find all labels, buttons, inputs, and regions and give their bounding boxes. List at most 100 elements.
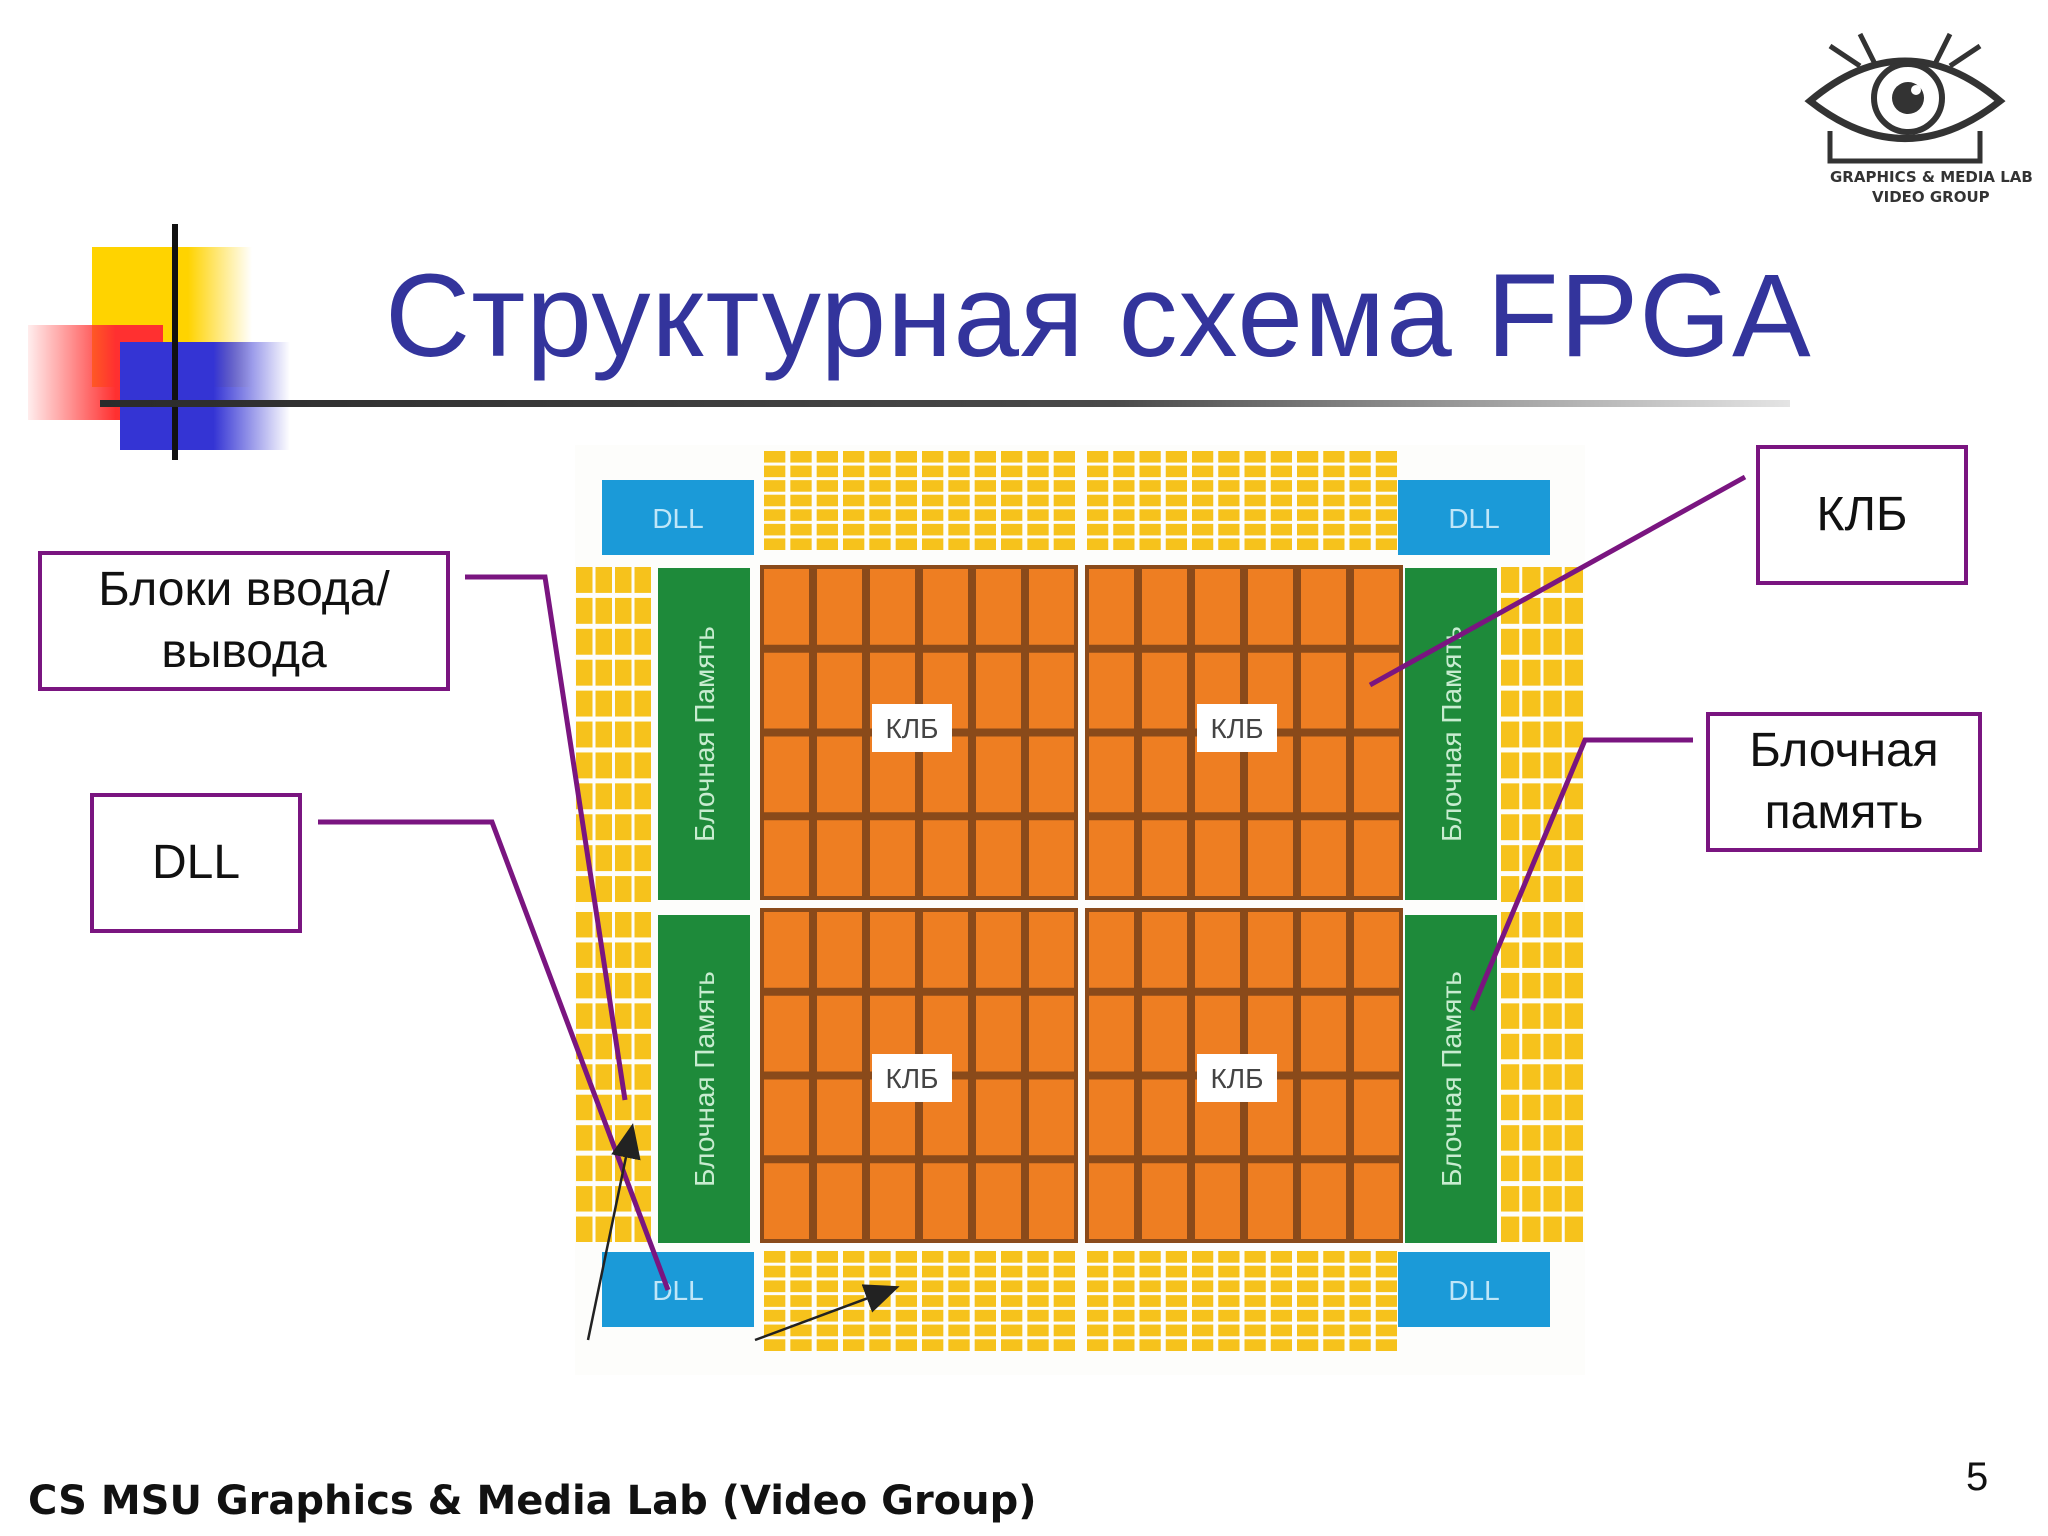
io-block-left xyxy=(576,783,651,810)
clb-cell xyxy=(1301,736,1346,813)
clb-cell xyxy=(870,820,915,896)
clb-labels-group: КЛБ КЛБ КЛБ КЛБ xyxy=(872,704,1277,1102)
clb-cell xyxy=(1354,569,1399,645)
io-block-left xyxy=(576,567,651,593)
io-block-bottom xyxy=(974,1251,996,1351)
io-block-left xyxy=(576,628,651,655)
clb-label: КЛБ xyxy=(872,1054,952,1102)
io-block-top xyxy=(974,451,996,550)
io-block-bottom xyxy=(1297,1251,1319,1351)
clb-cell xyxy=(817,912,862,988)
clb-cell xyxy=(1354,995,1399,1072)
callout-dll-text: DLL xyxy=(151,836,241,889)
io-block-bottom xyxy=(948,1251,970,1351)
clb-cell xyxy=(1089,1163,1134,1239)
io-block-top xyxy=(869,451,891,550)
callout-dll: DLL xyxy=(90,793,302,933)
io-block-top xyxy=(1244,451,1266,550)
io-block-bottom xyxy=(1087,1251,1109,1351)
decor-blue-square xyxy=(120,342,290,450)
io-block-right xyxy=(1501,628,1583,655)
clb-label-text: КЛБ xyxy=(1210,713,1263,744)
io-block-right xyxy=(1501,1125,1583,1151)
block-ram-label: Блочная Память xyxy=(689,626,720,842)
clb-cell xyxy=(1029,1079,1074,1156)
clb-cell xyxy=(1301,1163,1346,1239)
clb-cell xyxy=(1089,569,1134,645)
clb-cell xyxy=(1195,912,1240,988)
block-ram-label: Блочная Память xyxy=(1436,971,1467,1187)
io-block-top xyxy=(1270,451,1292,550)
clb-cell xyxy=(1301,912,1346,988)
block-ram: Блочная Память xyxy=(1405,568,1497,900)
clb-cell xyxy=(976,995,1021,1072)
io-block-bottom xyxy=(922,1251,944,1351)
dll-block: DLL xyxy=(1398,480,1550,555)
page-title: Структурная схема FPGA xyxy=(385,250,1812,382)
io-block-right xyxy=(1501,1033,1583,1060)
clb-cell xyxy=(1301,1079,1346,1156)
clb-cell xyxy=(870,912,915,988)
io-block-top xyxy=(1165,451,1187,550)
clb-cell xyxy=(1089,652,1134,729)
block-ram: Блочная Память xyxy=(658,915,750,1243)
clb-cell xyxy=(1142,820,1187,896)
clb-cell xyxy=(764,1079,809,1156)
clb-cell xyxy=(1089,820,1134,896)
io-block-top xyxy=(843,451,865,550)
io-block-right xyxy=(1501,912,1583,938)
io-block-bottom xyxy=(1218,1251,1240,1351)
clb-cell xyxy=(1195,820,1240,896)
clb-cell xyxy=(1301,820,1346,896)
io-block-left xyxy=(576,1064,651,1090)
io-block-top xyxy=(1001,451,1023,550)
clb-array-group xyxy=(760,565,1403,1243)
clb-cell xyxy=(1248,912,1293,988)
clb-cell xyxy=(1248,1163,1293,1239)
io-block-right xyxy=(1501,1094,1583,1121)
clb-cell xyxy=(764,912,809,988)
io-block-top xyxy=(816,451,838,550)
clb-cell xyxy=(1089,1079,1134,1156)
clb-cell xyxy=(1354,820,1399,896)
dll-block: DLL xyxy=(1398,1252,1550,1327)
clb-cell xyxy=(1248,569,1293,645)
clb-cell xyxy=(923,912,968,988)
callout-block-ram-text: Блочная память xyxy=(1749,724,1939,839)
clb-cell xyxy=(976,820,1021,896)
callout-io-blocks-text: Блоки ввода/вывода xyxy=(98,563,390,678)
dll-label: DLL xyxy=(652,1275,703,1306)
io-block-left xyxy=(576,1094,651,1121)
clb-cell xyxy=(1142,569,1187,645)
clb-cell xyxy=(976,1163,1021,1239)
clb-cell xyxy=(764,820,809,896)
clb-cell xyxy=(976,569,1021,645)
clb-cell xyxy=(1089,995,1134,1072)
callout-clb: КЛБ xyxy=(1756,445,1968,585)
title-rule xyxy=(100,400,1790,407)
io-block-top xyxy=(1027,451,1049,550)
clb-cell xyxy=(1301,652,1346,729)
io-block-bottom xyxy=(1323,1251,1345,1351)
dll-label: DLL xyxy=(1448,503,1499,534)
io-block-left xyxy=(576,1186,651,1212)
clb-label-text: КЛБ xyxy=(885,1063,938,1094)
block-ram: Блочная Память xyxy=(1405,915,1497,1243)
clb-label: КЛБ xyxy=(1197,704,1277,752)
io-arrow-left xyxy=(586,1123,641,1341)
clb-cell xyxy=(1354,736,1399,813)
clb-cell xyxy=(1142,1079,1187,1156)
clb-label: КЛБ xyxy=(1197,1054,1277,1102)
io-block-left xyxy=(576,659,651,686)
io-block-right xyxy=(1501,1155,1583,1182)
io-block-left xyxy=(576,1003,651,1029)
clb-label: КЛБ xyxy=(872,704,952,752)
clb-cell xyxy=(817,995,862,1072)
io-block-right xyxy=(1501,845,1583,872)
clb-cell xyxy=(817,652,862,729)
clb-label-text: КЛБ xyxy=(1210,1063,1263,1094)
io-block-left xyxy=(576,845,651,872)
clb-cell xyxy=(1354,912,1399,988)
clb-cell xyxy=(1029,569,1074,645)
